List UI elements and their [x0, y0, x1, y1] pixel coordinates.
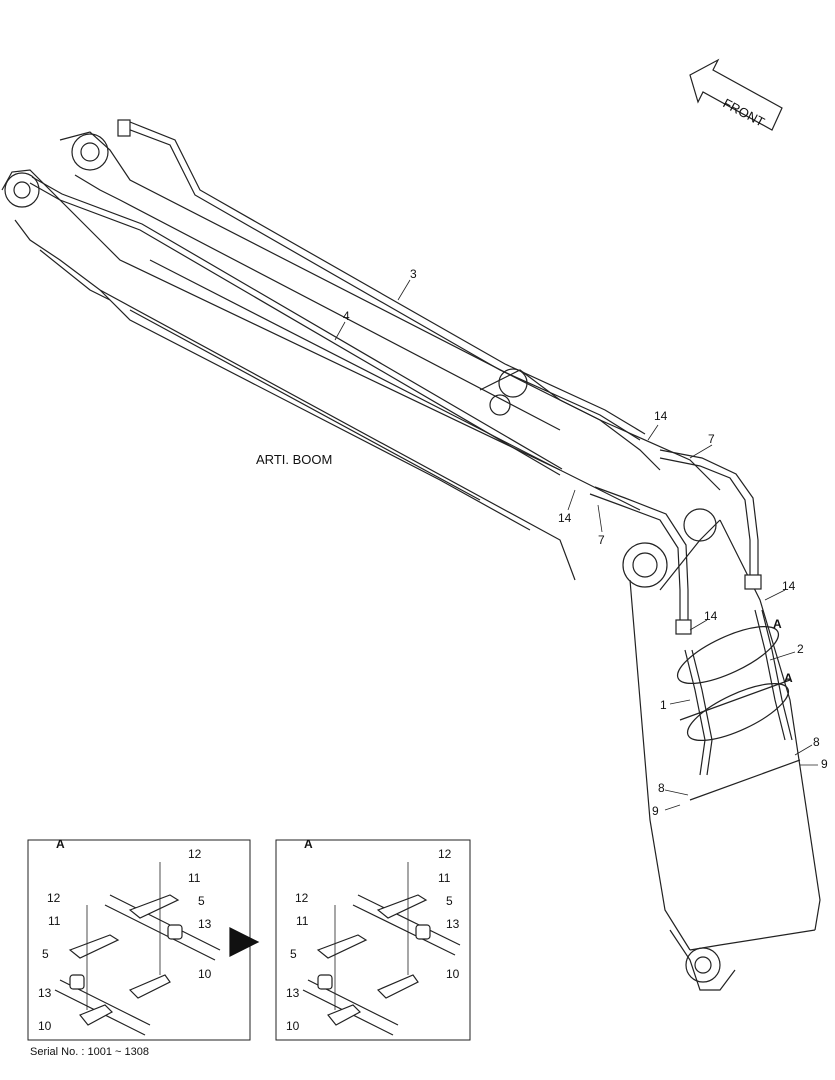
- callout-3: 3: [410, 267, 417, 281]
- callout-2: 2: [797, 642, 804, 656]
- pipe-4: [29, 176, 563, 476]
- callout-7-b: 7: [598, 533, 605, 547]
- detail-right-title: A: [304, 837, 313, 851]
- callout-14-a: 14: [654, 409, 668, 423]
- pipe-1: [684, 649, 713, 776]
- detail-right-5-top: 5: [446, 894, 453, 908]
- arti-boom-label: ARTI. BOOM: [256, 452, 332, 467]
- callout-7-a: 7: [708, 432, 715, 446]
- detail-left-10-bottom: 10: [38, 1019, 52, 1033]
- transition-arrow-icon: [229, 927, 260, 957]
- detail-left-11-top: 11: [188, 871, 201, 885]
- detail-right-13-top: 13: [446, 917, 460, 931]
- front-arrow-icon: [689, 58, 783, 131]
- detail-box-left: [27, 839, 251, 1041]
- detail-left-5-top: 5: [198, 894, 205, 908]
- arti-boom-body: [1, 131, 721, 588]
- callout-9-left: 9: [652, 804, 659, 818]
- pipe-2: [754, 609, 793, 741]
- detail-left-13-top: 13: [198, 917, 212, 931]
- hose-7-lower: [589, 486, 692, 635]
- clamp-area-a-lower: [686, 683, 790, 741]
- detail-left-12-top: 12: [188, 847, 202, 861]
- detail-box-right: [275, 839, 471, 1041]
- detail-right-12-bottom: 12: [295, 891, 309, 905]
- detail-right-10-top: 10: [446, 967, 460, 981]
- callout-14-d: 14: [704, 609, 718, 623]
- callout-9-right: 9: [821, 757, 828, 771]
- detail-left-12-bottom: 12: [47, 891, 61, 905]
- detail-right-11-top: 11: [438, 871, 451, 885]
- leader-lines: [334, 279, 818, 811]
- clamp-area-a-upper: [676, 626, 780, 684]
- detail-right-5-bottom: 5: [290, 947, 297, 961]
- callout-8-right: 8: [813, 735, 820, 749]
- pipe-3: [117, 119, 646, 441]
- hose-7-upper: [659, 449, 762, 590]
- detail-right-12-top: 12: [438, 847, 452, 861]
- serial-number: Serial No. : 1001 ~ 1308: [30, 1046, 149, 1058]
- detail-right-10-bottom: 10: [286, 1019, 300, 1033]
- callout-14-c: 14: [782, 579, 796, 593]
- callout-a-upper: A: [773, 617, 782, 631]
- detail-right-11-bottom: 11: [296, 914, 309, 928]
- callout-8-left: 8: [658, 781, 665, 795]
- detail-left-5-bottom: 5: [42, 947, 49, 961]
- callout-4: 4: [343, 309, 350, 323]
- callout-14-b: 14: [558, 511, 572, 525]
- callout-a-lower: A: [784, 671, 793, 685]
- detail-left-10-top: 10: [198, 967, 212, 981]
- detail-right-13-bottom: 13: [286, 986, 300, 1000]
- detail-left-title: A: [56, 837, 65, 851]
- detail-left-13-bottom: 13: [38, 986, 52, 1000]
- callout-1: 1: [660, 698, 667, 712]
- detail-left-11-bottom: 11: [48, 914, 61, 928]
